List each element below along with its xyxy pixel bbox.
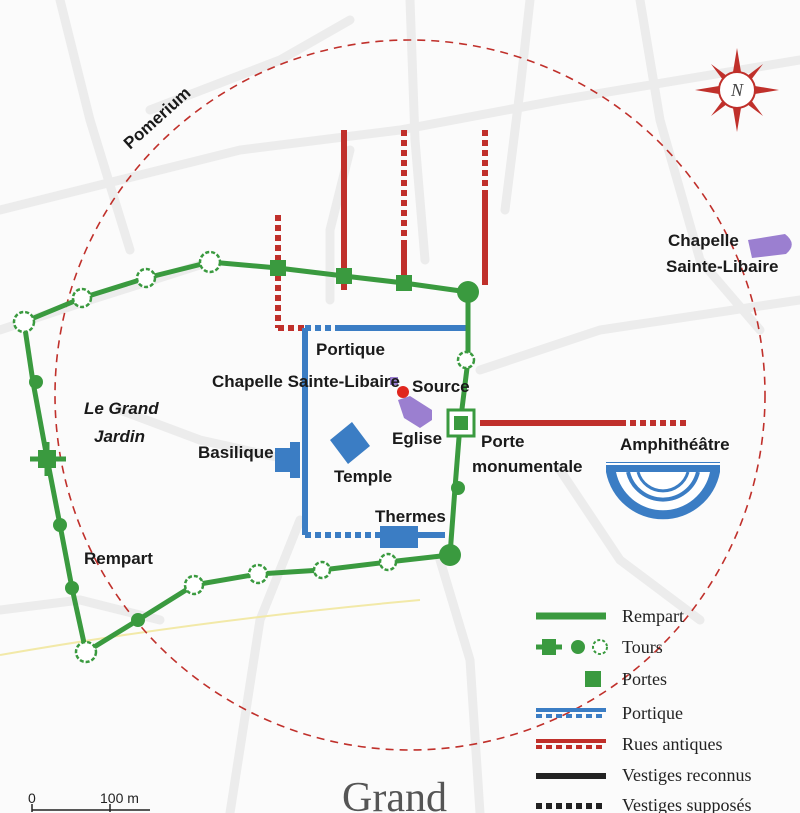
- chapelle-east-label-2: Sainte-Libaire: [666, 257, 778, 276]
- porte-monumentale-gate: [446, 408, 476, 438]
- legend-portes-label: Portes: [622, 669, 667, 689]
- scale-max-label: 100 m: [100, 790, 139, 806]
- porte-label-2: monumentale: [472, 457, 583, 476]
- chapelle-east-building: [748, 234, 792, 258]
- basilique-building: [275, 442, 300, 478]
- eglise-building: [398, 396, 432, 428]
- porte-label-1: Porte: [481, 432, 524, 451]
- towers-open: [12, 250, 476, 664]
- legend-rues-label: Rues antiques: [622, 734, 723, 754]
- legend-tours-label: Tours: [622, 637, 663, 657]
- scale-bar: 0 100 m: [28, 790, 150, 812]
- thermes-label: Thermes: [375, 507, 446, 526]
- legend-portique-label: Portique: [622, 703, 683, 723]
- legend-reconnus-label: Vestiges reconnus: [622, 765, 751, 785]
- rempart-label: Rempart: [84, 549, 153, 568]
- legend-supposes-label: Vestiges supposés: [622, 795, 752, 813]
- chapelle-center-label: Chapelle Sainte-Libaire: [212, 372, 400, 391]
- portique-supposed: [302, 325, 380, 538]
- thermes-building: [380, 526, 418, 548]
- scale-zero-label: 0: [28, 790, 36, 806]
- basilique-label: Basilique: [198, 443, 274, 462]
- gates: [30, 260, 412, 476]
- compass-rose-icon: N: [695, 48, 779, 132]
- ancient-streets-supposed: [275, 130, 690, 426]
- map-title: Grand: [342, 775, 447, 813]
- legend-portes-swatch: [585, 671, 601, 687]
- source-marker: [397, 386, 409, 398]
- towers-filled: [29, 281, 479, 627]
- legend-rempart-label: Rempart: [622, 606, 684, 626]
- portique-label: Portique: [316, 340, 385, 359]
- le-grand-jardin-label-2: Jardin: [94, 427, 145, 446]
- pomerium-label: Pomerium: [120, 83, 194, 153]
- temple-label: Temple: [334, 467, 392, 486]
- amphitheatre-label: Amphithéâtre: [620, 435, 730, 454]
- portique: [302, 325, 468, 538]
- legend: Rempart Tours Portes Portique Rues antiq…: [536, 606, 752, 813]
- chapelle-east-label-1: Chapelle: [668, 231, 739, 250]
- pomerium-circle: [54, 39, 766, 751]
- temple-building: [330, 422, 370, 464]
- source-label: Source: [412, 377, 470, 396]
- compass-north-label: N: [730, 80, 744, 100]
- legend-tours-swatch: [536, 639, 608, 655]
- chapelle-center-building: [390, 377, 398, 385]
- amphitheatre: [606, 462, 720, 520]
- roadside-line: [0, 599, 421, 656]
- eglise-label: Eglise: [392, 429, 442, 448]
- le-grand-jardin-label-1: Le Grand: [84, 399, 159, 418]
